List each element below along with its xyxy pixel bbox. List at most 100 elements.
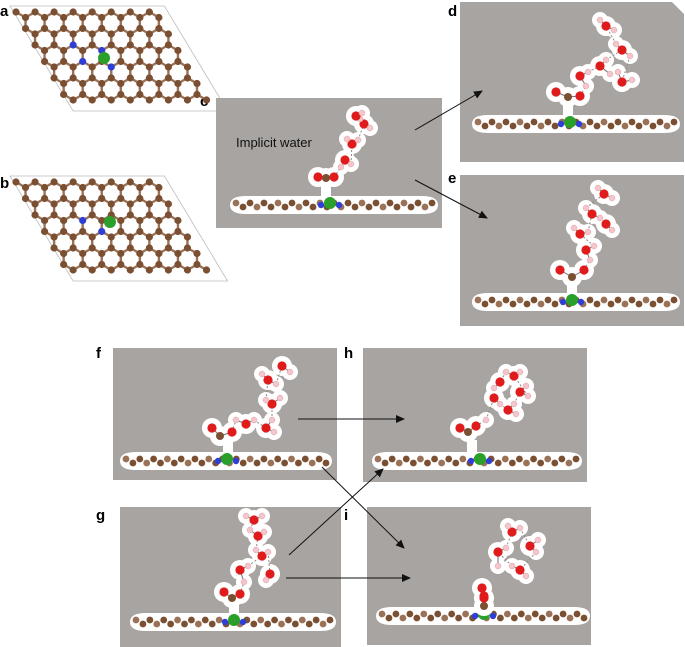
carbon-atom (174, 46, 182, 55)
carbon-atom (60, 90, 68, 99)
carbon-atom (516, 296, 524, 304)
carbon-atom (572, 455, 580, 463)
carbon-atom (50, 178, 58, 186)
hydrogen-atom (524, 392, 532, 400)
carbon-atom (462, 610, 469, 618)
carbon-atom (565, 459, 573, 467)
hydrogen-atom (582, 82, 590, 90)
carbon-atom (145, 200, 153, 208)
carbon-atom (183, 244, 192, 252)
carbon-atom (50, 8, 58, 16)
hydrogen-atom (262, 576, 270, 584)
carbon-atom (155, 216, 163, 225)
panel-c-implicit-solvent: Implicit water (216, 98, 442, 228)
nitrogen-atom (317, 201, 325, 209)
hydrogen-atom (612, 40, 620, 48)
carbon-atom (132, 616, 140, 624)
carbon-atom (150, 455, 157, 463)
carbon-atom (481, 300, 489, 308)
nitrogen-atom (107, 63, 115, 71)
carbon-atom (438, 459, 446, 467)
carbon-atom (21, 13, 30, 22)
metal-atom (104, 216, 116, 228)
carbon-atom (537, 122, 545, 130)
oxygen-atom (595, 61, 605, 71)
panel-label-f: f (96, 345, 102, 362)
panel-label-g: g (96, 507, 105, 524)
carbon-atom (497, 614, 504, 622)
carbon-atom (88, 63, 96, 71)
carbon-atom (295, 203, 303, 211)
oxygen-atom (241, 419, 251, 429)
carbon-atom (40, 227, 49, 236)
hydrogen-atom (626, 52, 634, 60)
carbon-atom (164, 63, 173, 71)
carbon-atom (88, 30, 96, 38)
carbon-atom (136, 455, 144, 463)
carbon-atom (88, 8, 96, 16)
carbon-atom (600, 118, 608, 126)
carbon-atom (88, 41, 96, 49)
oxygen-atom (227, 427, 237, 437)
carbon-atom (488, 296, 496, 304)
carbon-atom (79, 13, 87, 22)
metal-atom (228, 614, 240, 626)
carbon-atom (181, 620, 188, 628)
hydrogen-atom (516, 368, 524, 376)
hydrogen-atom (510, 400, 518, 408)
carbon-atom (164, 233, 173, 241)
carbon-atom (155, 24, 163, 33)
carbon-atom (164, 74, 173, 82)
nitrogen-atom (98, 227, 106, 236)
carbon-atom (153, 620, 161, 628)
carbon-atom (481, 122, 489, 130)
carbon-atom (136, 249, 144, 258)
panel-d-snapshot (460, 2, 684, 162)
carbon-atom (628, 118, 636, 126)
carbon-atom (395, 459, 403, 467)
carbon-atom (69, 211, 77, 219)
carbon-atom (494, 459, 502, 467)
oxygen-atom (471, 421, 481, 431)
oxygen-atom (507, 527, 517, 537)
carbon-atom (117, 90, 125, 99)
hydrogen-atom (584, 68, 592, 76)
carbon-atom (351, 203, 359, 211)
carbon-atom (239, 459, 247, 467)
carbon-atom (274, 455, 282, 463)
carbon-atom (12, 178, 20, 186)
carbon-atom (649, 300, 657, 308)
carbon-atom (117, 24, 125, 33)
carbon-atom (413, 614, 421, 622)
nitrogen-atom (214, 457, 222, 465)
carbon-atom (155, 90, 163, 99)
carbon-atom (517, 610, 525, 618)
carbon-atom (60, 57, 68, 66)
hydrogen-atom (347, 160, 355, 168)
carbon-atom (60, 79, 68, 88)
panel-label-b: b (0, 175, 9, 192)
carbon-atom (69, 266, 77, 274)
metal-atom (564, 116, 576, 128)
hydrogen-bond (605, 49, 623, 61)
oxygen-atom (525, 541, 535, 551)
carbon-atom (239, 203, 247, 211)
carbon-atom (586, 118, 594, 126)
carbon-atom (174, 616, 181, 624)
carbon-atom (523, 459, 530, 467)
carbon-atom (79, 24, 87, 33)
hydrogen-atom (516, 524, 524, 532)
carbon-atom (40, 13, 49, 22)
carbon-atom (31, 30, 39, 38)
carbon-atom (126, 233, 134, 241)
carbon-atom (88, 244, 96, 252)
carbon-atom (145, 41, 153, 49)
carbon-atom (155, 183, 163, 192)
hydrogen-atom (596, 16, 604, 24)
carbon-atom (264, 620, 272, 628)
carbon-atom (79, 79, 87, 88)
carbon-atom (136, 79, 144, 88)
panel-label-a: a (0, 3, 9, 20)
carbon-atom (40, 183, 49, 192)
carbon-atom (288, 455, 295, 463)
